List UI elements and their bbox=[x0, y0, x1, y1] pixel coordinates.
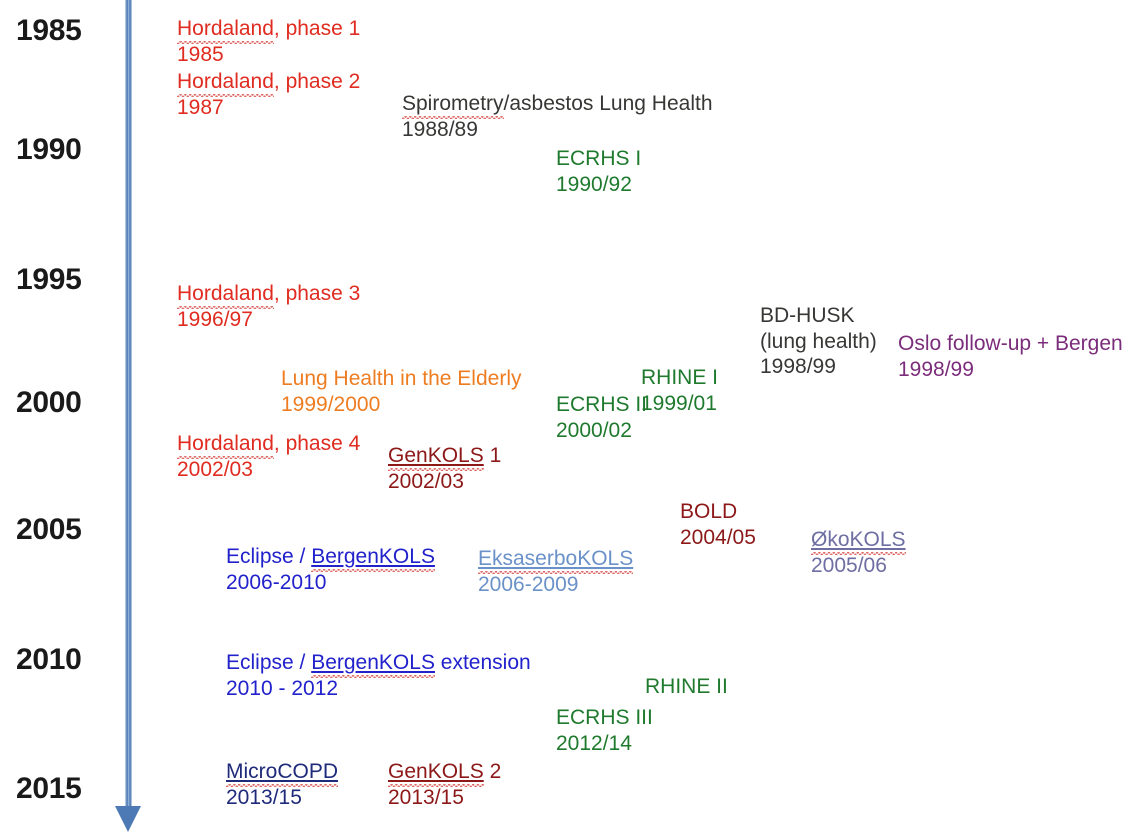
spellcheck-underline: GenKOLS bbox=[388, 760, 484, 787]
entry-title: ØkoKOLS bbox=[811, 527, 906, 555]
entry-years: 1987 bbox=[177, 95, 224, 119]
entry-years: 2006-2009 bbox=[478, 572, 579, 596]
spellcheck-underline: BergenKOLS bbox=[311, 651, 435, 678]
entry-years: 2000/02 bbox=[556, 418, 632, 442]
entry-title: Hordaland, phase 3 bbox=[177, 282, 361, 309]
entry-subtitle: (lung health) bbox=[760, 329, 877, 353]
year-tick-1985: 1985 bbox=[16, 14, 82, 47]
entry-years: 1999/2000 bbox=[281, 392, 381, 416]
entry-title: GenKOLS 1 bbox=[388, 444, 502, 471]
spellcheck-underline: Hordaland bbox=[177, 17, 274, 44]
year-tick-2015: 2015 bbox=[16, 772, 82, 805]
entry-title: Spirometry/asbestos Lung Health bbox=[402, 92, 713, 119]
time-axis-arrow-icon bbox=[115, 806, 141, 832]
entry-years: 1999/01 bbox=[641, 391, 717, 415]
entry-years: 2013/15 bbox=[226, 785, 302, 809]
entry-years: 1990/92 bbox=[556, 172, 632, 196]
entry-years: 2004/05 bbox=[680, 525, 756, 549]
time-axis-line bbox=[125, 0, 132, 812]
entry-years: 1998/99 bbox=[898, 357, 974, 381]
spellcheck-underline: ØkoKOLS bbox=[811, 528, 906, 555]
entry-title: RHINE I bbox=[641, 366, 719, 389]
entry-title: BOLD bbox=[680, 500, 738, 523]
spellcheck-underline: EksaserboKOLS bbox=[478, 547, 634, 574]
entry-years: 2006-2010 bbox=[226, 570, 327, 594]
entry-years: 1996/97 bbox=[177, 307, 253, 331]
entry-years: 2012/14 bbox=[556, 731, 632, 755]
spellcheck-underline: GenKOLS bbox=[388, 444, 484, 471]
year-tick-2010: 2010 bbox=[16, 643, 82, 676]
entry-title: ECRHS I bbox=[556, 147, 642, 170]
entry-title: Eclipse / BergenKOLS bbox=[226, 545, 435, 572]
entry-title: ECRHS II bbox=[556, 393, 648, 416]
spellcheck-underline: Hordaland bbox=[177, 70, 274, 97]
spellcheck-underline: Hordaland bbox=[177, 432, 274, 459]
spellcheck-underline: BergenKOLS bbox=[311, 545, 435, 572]
entry-years: 1985 bbox=[177, 42, 224, 66]
year-tick-2000: 2000 bbox=[16, 386, 82, 419]
entry-title: Hordaland, phase 2 bbox=[177, 70, 361, 97]
spellcheck-underline: Hordaland bbox=[177, 282, 274, 309]
entry-years: 2010 - 2012 bbox=[226, 676, 339, 700]
entry-title: Hordaland, phase 4 bbox=[177, 432, 361, 459]
entry-years: 1998/99 bbox=[760, 355, 836, 379]
entry-years: 1988/89 bbox=[402, 117, 478, 141]
entry-title: GenKOLS 2 bbox=[388, 760, 502, 787]
spellcheck-underline: MicroCOPD bbox=[226, 760, 339, 787]
year-tick-1990: 1990 bbox=[16, 133, 82, 166]
entry-title: BD-HUSK bbox=[760, 304, 855, 327]
study-entry-rhine-2: RHINE II bbox=[645, 674, 728, 700]
entry-title: Lung Health in the Elderly bbox=[281, 367, 522, 390]
year-tick-2005: 2005 bbox=[16, 513, 82, 546]
spellcheck-underline: Spirometry bbox=[402, 92, 504, 119]
entry-title: Eclipse / BergenKOLS extension bbox=[226, 651, 531, 678]
entry-years: 2005/06 bbox=[811, 553, 887, 577]
entry-title: MicroCOPD bbox=[226, 759, 339, 787]
entry-title: Oslo follow-up + Bergen bbox=[898, 332, 1123, 355]
entry-title: ECRHS III bbox=[556, 706, 653, 729]
entry-years: 2002/03 bbox=[388, 469, 464, 493]
entry-title: RHINE II bbox=[645, 675, 728, 698]
entry-title: Hordaland, phase 1 bbox=[177, 17, 361, 44]
entry-title: EksaserboKOLS bbox=[478, 546, 634, 574]
study-entry-bd-husk: BD-HUSK(lung health)1998/99 bbox=[760, 303, 877, 380]
entry-years: 2013/15 bbox=[388, 785, 464, 809]
year-tick-1995: 1995 bbox=[16, 263, 82, 296]
entry-years: 2002/03 bbox=[177, 457, 253, 481]
